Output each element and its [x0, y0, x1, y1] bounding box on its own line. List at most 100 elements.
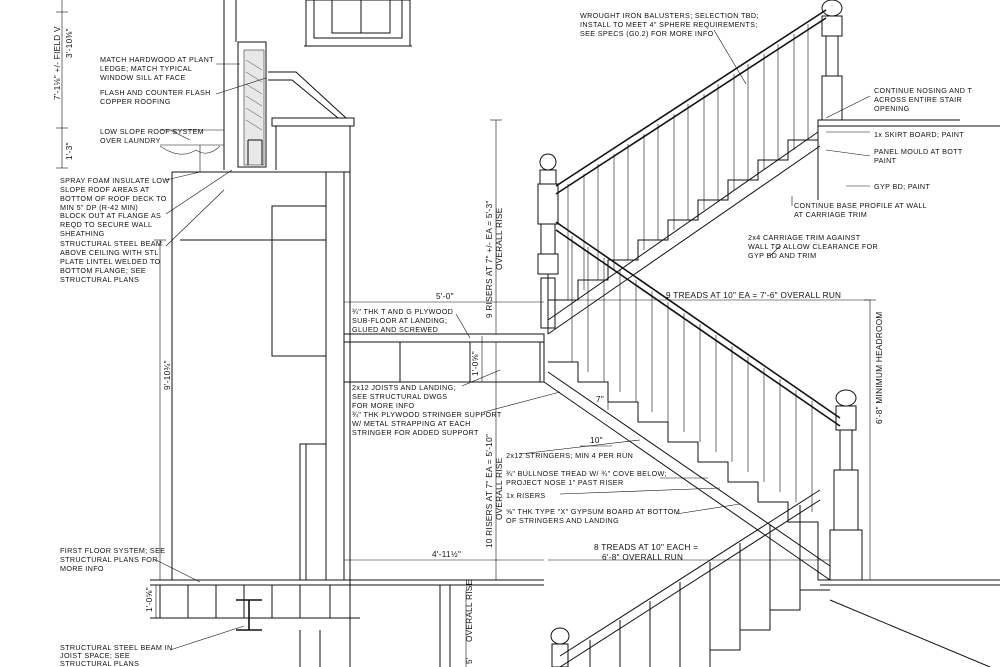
note-line: OPENING: [874, 104, 910, 113]
upper-handrail: [555, 9, 827, 195]
note-line: PAINT: [874, 156, 897, 165]
note-line: SPRAY FOAM INSULATE LOW: [60, 176, 170, 185]
note-line: BOTTOM FLANGE; SEE: [60, 266, 146, 275]
dim-3-10: 3'-10⅜": [65, 28, 74, 58]
lower-handrail: [555, 221, 841, 427]
note-line: MATCH HARDWOOD AT PLANT: [100, 55, 214, 64]
note-line: GYP BD AND TRIM: [748, 251, 817, 260]
note-subfloor: ¾" THK T AND G PLYWOOD SUB-FLOOR AT LAND…: [352, 307, 453, 334]
note-line: STRUCTURAL STEEL BEAM IN: [60, 643, 173, 652]
upper-stair-flight: [547, 119, 1000, 335]
note-blockout: BLOCK OUT AT FLANGE AS REQD TO SECURE WA…: [60, 211, 161, 238]
note-line: REQD TO SECURE WALL: [60, 220, 152, 229]
dim-9-10: 9'-10¾": [163, 360, 172, 390]
note-line: JOIST SPACE; SEE: [60, 651, 130, 660]
dim-1-3: 1'-3": [65, 142, 74, 160]
lower-stair-flight: [543, 361, 1000, 586]
dim-field-verify: 7'-1⅛" +/- FIELD V: [53, 26, 62, 100]
note-bullnose: ¾" BULLNOSE TREAD W/ ¾" COVE BELOW; PROJ…: [506, 469, 667, 487]
note-line: PLATE LINTEL WELDED TO: [60, 257, 161, 266]
note-hardwood: MATCH HARDWOOD AT PLANT LEDGE; MATCH TYP…: [100, 55, 214, 82]
note-line: SEE SPECS (G0.2) FOR MORE INFO: [580, 29, 714, 38]
note-carriage-trim: 2x4 CARRIAGE TRIM AGAINST WALL TO ALLOW …: [748, 233, 878, 260]
newel-post-bottom: [829, 389, 863, 581]
note-line: COPPER ROOFING: [100, 97, 171, 106]
note-line: GLUED AND SCREWED: [352, 325, 438, 334]
note-gypsum-x: ⅝" THK TYPE "X" GYPSUM BOARD AT BOTTOM O…: [506, 507, 680, 525]
note-line: 2x4 CARRIAGE TRIM AGAINST: [748, 233, 861, 242]
note-line: MIN 5" DP (R-42 MIN): [60, 203, 138, 212]
dim-riser-7: 7": [596, 395, 604, 404]
basement-flight: [550, 489, 991, 667]
note-first-floor: FIRST FLOOR SYSTEM; SEE STRUCTURAL PLANS…: [60, 546, 165, 573]
note-line: ¾" BULLNOSE TREAD W/ ¾" COVE BELOW;: [506, 469, 667, 478]
note-stringer-support: ¾" THK PLYWOOD STRINGER SUPPORT W/ METAL…: [352, 410, 502, 437]
note-line: OF STRINGERS AND LANDING: [506, 516, 619, 525]
note-line: ¾" THK PLYWOOD STRINGER SUPPORT: [352, 410, 502, 419]
dim-risers-upper-2: OVERALL RISE: [495, 207, 504, 270]
dimension-lines: [56, 0, 876, 667]
note-line: FOR MORE INFO: [352, 401, 415, 410]
dim-risers-lower-2: OVERALL RISE: [495, 457, 504, 520]
note-line: W/ METAL STRAPPING AT EACH: [352, 419, 471, 428]
note-line: BOTTOM OF ROOF DECK TO: [60, 194, 167, 203]
note-line: STRINGER FOR ADDED SUPPORT: [352, 428, 479, 437]
note-line: LEDGE; MATCH TYPICAL: [100, 64, 192, 73]
note-line: ABOVE CEILING WITH STL: [60, 248, 159, 257]
note-line: ACROSS ENTIRE STAIR: [874, 95, 962, 104]
steel-beam-bottom: [236, 599, 262, 631]
note-line: STRUCTURAL PLANS: [60, 275, 139, 284]
dim-treads-lower-2: 6'-8" OVERALL RUN: [602, 553, 683, 562]
note-balusters: WROUGHT IRON BALUSTERS; SELECTION TBD; I…: [580, 11, 759, 38]
note-panel-mould: PANEL MOULD AT BOTT PAINT: [874, 147, 963, 165]
dim-treads-lower: 8 TREADS AT 10" EACH =: [594, 543, 698, 552]
note-spray-foam: SPRAY FOAM INSULATE LOW SLOPE ROOF AREAS…: [60, 176, 170, 212]
window-elevation: [304, 0, 412, 47]
note-line: SEE STRUCTURAL DWGS: [352, 392, 447, 401]
note-line: WALL TO ALLOW CLEARANCE FOR: [748, 242, 878, 251]
note-line: INSTALL TO MEET 4" SPHERE REQUIREMENTS;: [580, 20, 758, 29]
note-line: MORE INFO: [60, 564, 104, 573]
note-line: FIRST FLOOR SYSTEM; SEE: [60, 546, 165, 555]
note-line: STRUCTURAL PLANS FOR: [60, 555, 158, 564]
note-line: WINDOW SILL AT FACE: [100, 73, 186, 82]
note-line: STRUCTURAL STEEL BEAM: [60, 239, 162, 248]
dim-risers-lower: 10 RISERS AT 7" EA = 5'-10": [485, 434, 494, 548]
note-line: CONTINUE BASE PROFILE AT WALL: [794, 201, 927, 210]
laundry-wall: [171, 171, 350, 581]
note-nosing: CONTINUE NOSING AND T ACROSS ENTIRE STAI…: [874, 86, 972, 113]
upper-balusters: [567, 24, 809, 300]
masonry-hatch: [245, 59, 263, 131]
note-line: BLOCK OUT AT FLANGE AS: [60, 211, 161, 220]
dim-risers-upper: 9 RISERS AT 7" +/- EA = 5'-3": [485, 200, 494, 318]
note-line: ⅝" THK TYPE "X" GYPSUM BOARD AT BOTTOM: [506, 507, 680, 516]
newel-post-landing: [537, 153, 559, 334]
leader-lines: [155, 29, 871, 651]
note-gyp-bd: GYP BD; PAINT: [874, 182, 930, 191]
foundation-walls: [299, 585, 451, 667]
note-risers: 1x RISERS: [506, 491, 546, 500]
chimney-wall: [223, 0, 267, 170]
dim-landing-5-0: 5'-0": [436, 292, 454, 301]
note-line: STRUCTURAL PLANS: [60, 659, 139, 667]
dim-overall-rise-bottom: OVERALL RISE: [465, 579, 474, 642]
note-line: SHEATHING: [60, 229, 105, 238]
note-stringers: 2x12 STRINGERS; MIN 4 PER RUN: [506, 451, 633, 460]
note-line: PANEL MOULD AT BOTT: [874, 147, 963, 156]
dim-5-bottom: 5': [465, 657, 474, 664]
note-line: AT CARRIAGE TRIM: [794, 210, 867, 219]
dim-treads-upper: 9 TREADS AT 10" EA = 7'-6" OVERALL RUN: [666, 291, 841, 300]
note-line: FLASH AND COUNTER FLASH: [100, 88, 211, 97]
note-line: 2x12 JOISTS AND LANDING;: [352, 383, 456, 392]
note-line: ¾" THK T AND G PLYWOOD: [352, 307, 453, 316]
low-slope-roof: [159, 129, 224, 172]
note-line: LOW SLOPE ROOF SYSTEM: [100, 127, 204, 136]
note-base-profile: CONTINUE BASE PROFILE AT WALL AT CARRIAG…: [794, 201, 927, 219]
note-line: SUB-FLOOR AT LANDING;: [352, 316, 447, 325]
dim-headroom: 6'-8" MINIMUM HEADROOM: [875, 311, 884, 424]
dim-1-0: 1'-0⅝": [471, 351, 480, 376]
note-line: OVER LAUNDRY: [100, 136, 161, 145]
note-line: WROUGHT IRON BALUSTERS; SELECTION TBD;: [580, 11, 759, 20]
dim-1-0b: 1'-0⅝": [145, 587, 154, 612]
